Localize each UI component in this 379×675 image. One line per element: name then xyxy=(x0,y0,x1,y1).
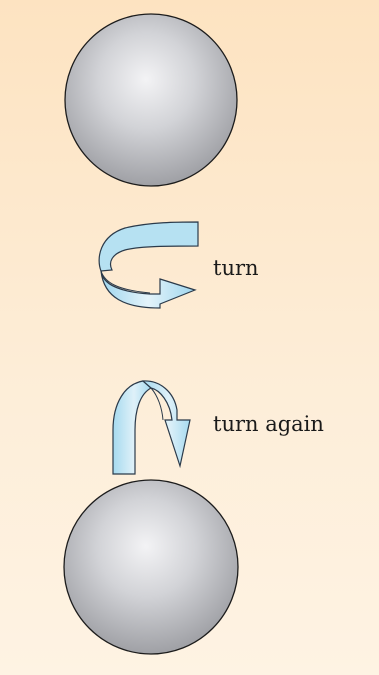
top-sphere xyxy=(64,13,238,187)
bottom-sphere xyxy=(63,479,239,655)
label-turn-again: turn again xyxy=(213,412,324,436)
turn-arrow xyxy=(98,221,199,309)
label-turn: turn xyxy=(213,256,259,280)
turn-again-arrow xyxy=(112,380,191,475)
